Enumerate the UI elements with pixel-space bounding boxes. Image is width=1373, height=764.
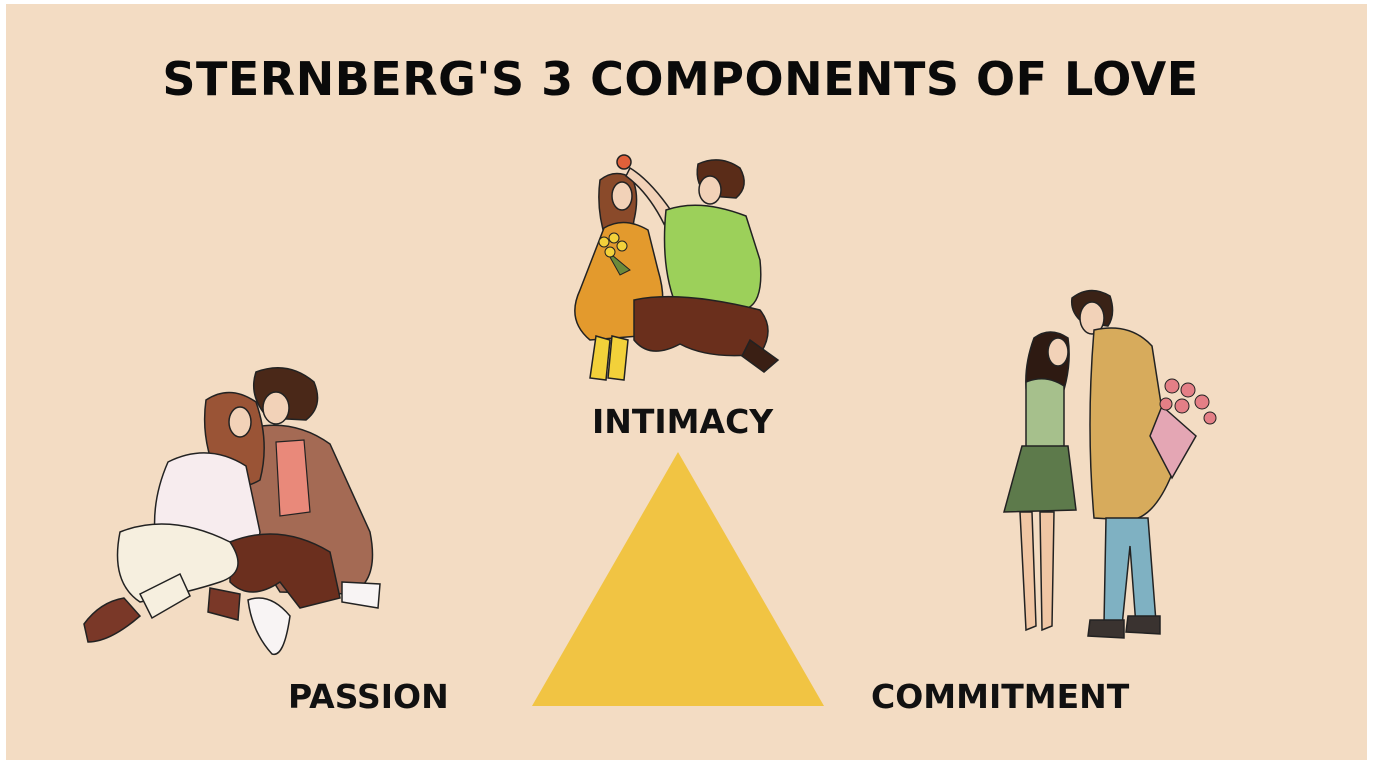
passion-label: PASSION	[288, 677, 449, 716]
passion-couple-illustration	[83, 367, 381, 656]
commitment-couple-illustration	[1003, 289, 1217, 639]
diagram-title: STERNBERG'S 3 COMPONENTS OF LOVE	[162, 52, 1199, 106]
intimacy-couple-illustration	[574, 154, 780, 381]
intimacy-label: INTIMACY	[592, 402, 774, 441]
love-triangle-shape	[532, 452, 824, 706]
commitment-label: COMMITMENT	[871, 677, 1130, 716]
